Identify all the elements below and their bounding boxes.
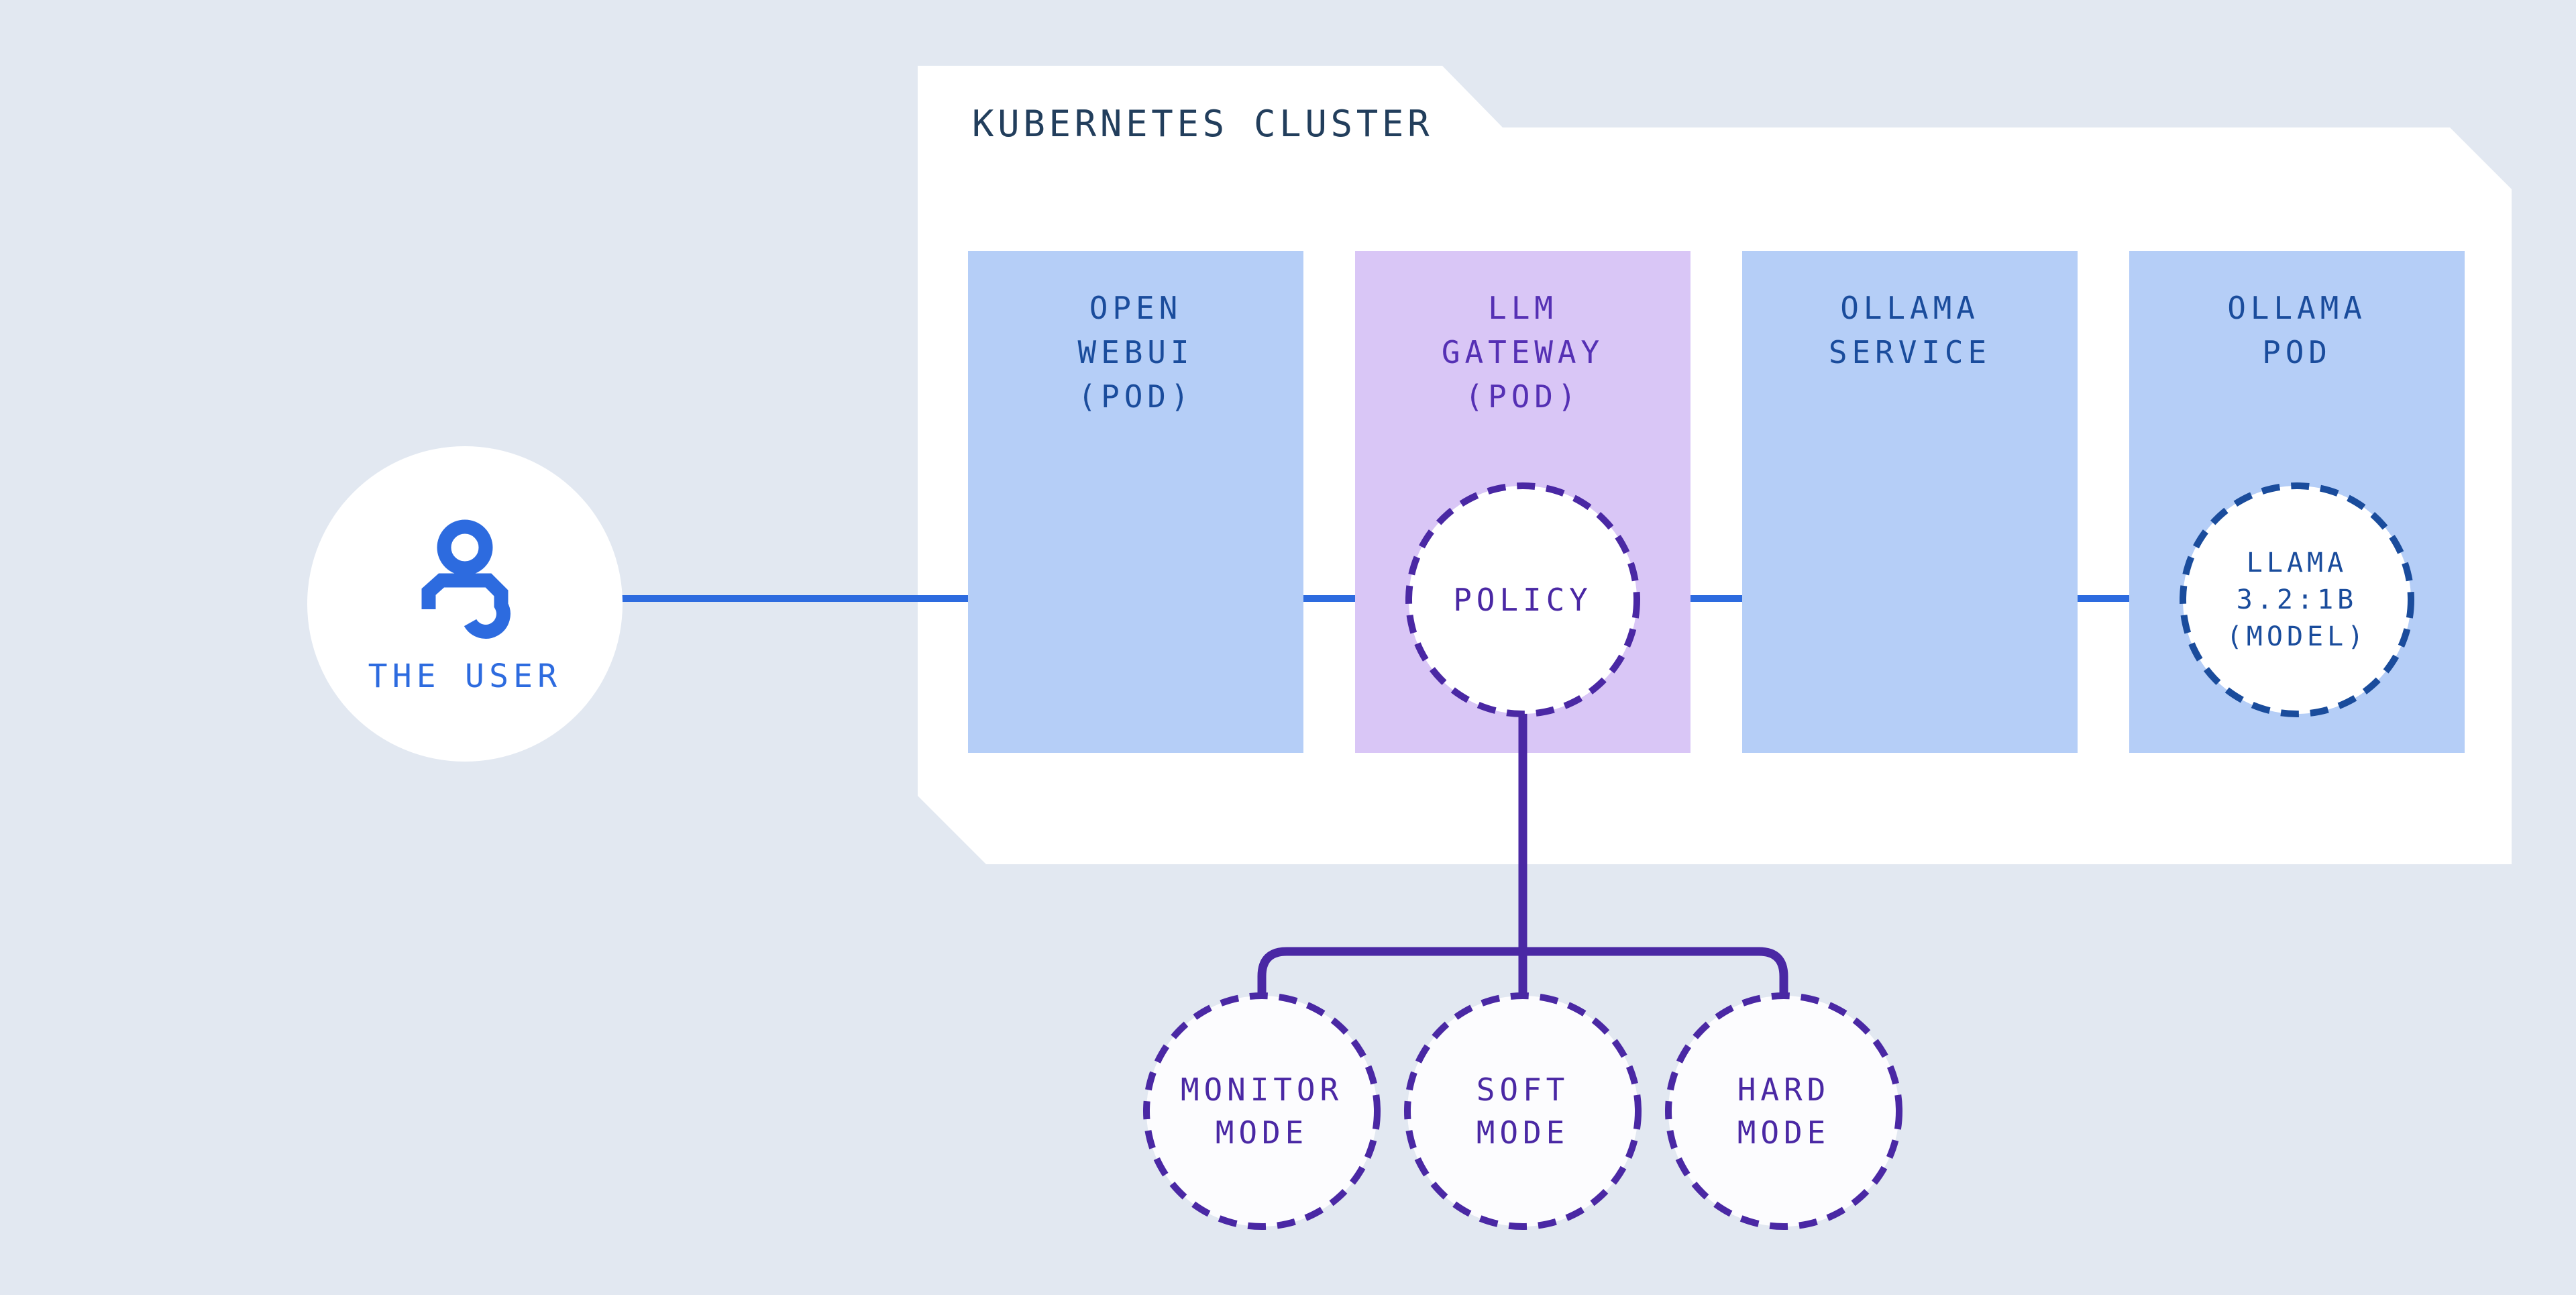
cluster-title: KUBERNETES CLUSTER xyxy=(972,103,1434,145)
monitor-mode-circle xyxy=(1143,992,1381,1230)
llama-model-label: LLAMA 3.2:1B (MODEL) xyxy=(2226,548,2368,652)
kubernetes-cluster-container xyxy=(918,66,2512,864)
ollama-service-node xyxy=(1742,251,2078,753)
open-webui-pod-label: OPEN WEBUI (POD) xyxy=(1077,290,1194,415)
policy-branch-line xyxy=(1257,947,1788,997)
ollama-service-label: OLLAMA SERVICE xyxy=(1828,290,1992,370)
open-webui-pod-node xyxy=(968,251,1303,753)
policy-circle-label: POLICY xyxy=(1453,582,1593,618)
monitor-mode-label: MONITOR MODE xyxy=(1180,1072,1344,1151)
llm-gateway-pod-label: LLM GATEWAY (POD) xyxy=(1441,290,1605,415)
hard-mode-label: HARD MODE xyxy=(1737,1072,1831,1151)
soft-mode-circle xyxy=(1404,992,1642,1230)
ollama-pod-label: OLLAMA POD xyxy=(2227,290,2367,370)
the-user-label: THE USER xyxy=(368,658,562,695)
llama-model-circle xyxy=(2180,482,2414,717)
the-user-circle xyxy=(307,446,623,762)
user-icon-head xyxy=(437,519,493,576)
user-icon-shoulders xyxy=(421,573,511,639)
policy-circle xyxy=(1405,482,1640,717)
soft-mode-label: SOFT MODE xyxy=(1476,1072,1570,1151)
hard-mode-circle xyxy=(1665,992,1902,1230)
user-icon xyxy=(421,519,511,639)
